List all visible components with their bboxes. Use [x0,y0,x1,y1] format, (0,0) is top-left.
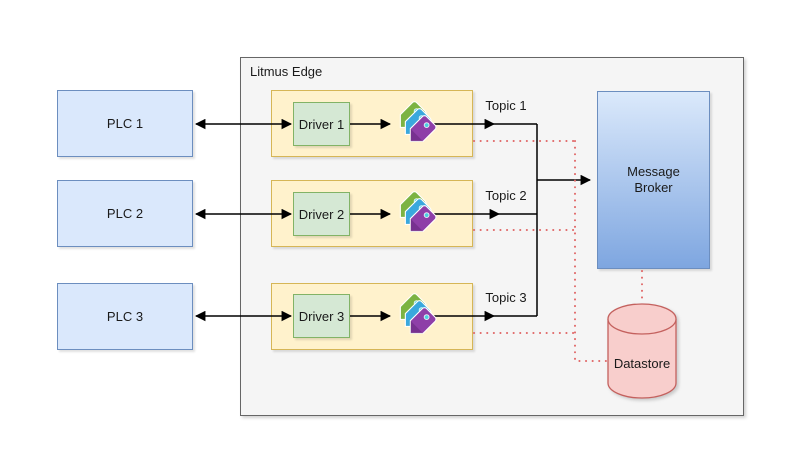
driver-3-label: Driver 3 [298,308,345,324]
driver-2-label: Driver 2 [298,206,345,222]
plc-3-box: PLC 3 [57,283,193,350]
plc-1-label: PLC 1 [106,116,144,131]
driver-1-label: Driver 1 [298,116,345,132]
topic-1-label: Topic 1 [485,98,527,113]
topic-2-label: Topic 2 [485,188,527,203]
message-broker-box: Message Broker [597,91,710,269]
litmus-edge-label: Litmus Edge [250,64,323,79]
topic-3-label: Topic 3 [485,290,527,305]
driver-1-box: Driver 1 [293,102,350,146]
datastore-label: Datastore [613,356,671,371]
message-broker-label: Message Broker [627,164,680,195]
plc-2-box: PLC 2 [57,180,193,247]
plc-1-box: PLC 1 [57,90,193,157]
driver-2-box: Driver 2 [293,192,350,236]
plc-2-label: PLC 2 [106,206,144,221]
driver-3-box: Driver 3 [293,294,350,338]
plc-3-label: PLC 3 [106,309,144,324]
